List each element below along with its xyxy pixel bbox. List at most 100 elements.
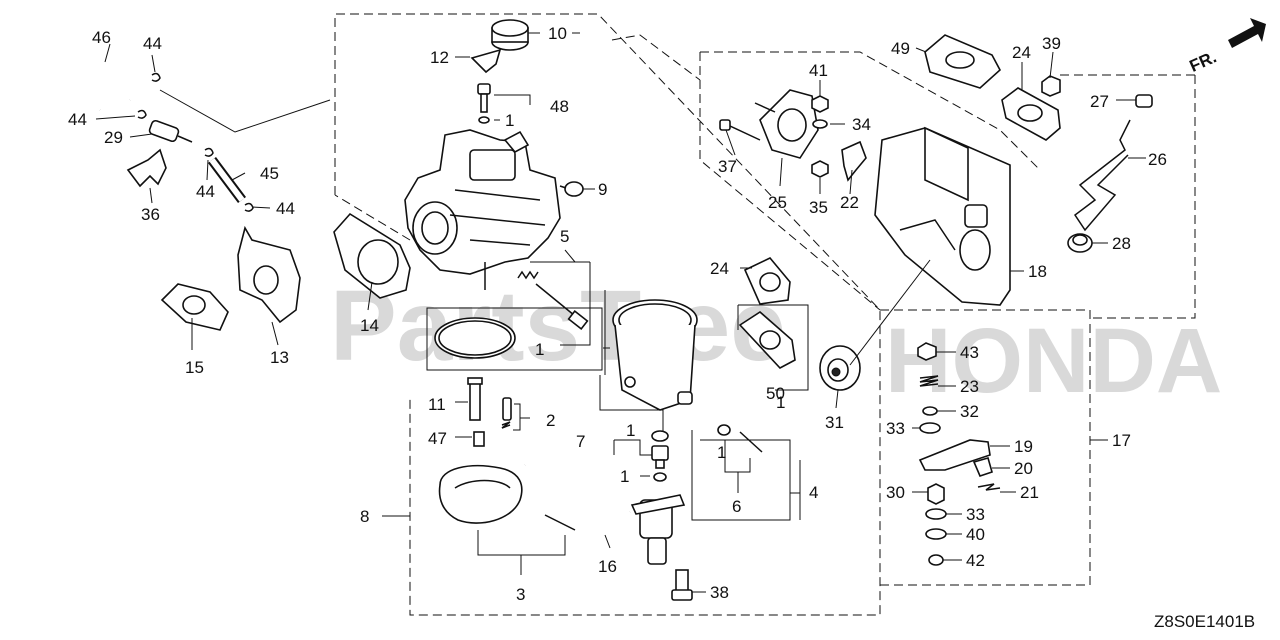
callout-14: 14 xyxy=(360,316,379,335)
callout-12: 12 xyxy=(430,48,449,67)
callout-48: 48 xyxy=(550,97,569,116)
nut-42 xyxy=(928,554,944,566)
callout-41: 41 xyxy=(809,61,828,80)
rod-21 xyxy=(977,483,1001,491)
callout-16: 16 xyxy=(598,557,617,576)
callout-21: 21 xyxy=(1020,483,1039,502)
gasket-24-upper xyxy=(1001,87,1061,141)
clamp-36 xyxy=(126,148,167,188)
callout-24a: 24 xyxy=(1012,43,1031,62)
callout-11: 11 xyxy=(428,395,446,414)
gasket-24-lower xyxy=(743,257,791,305)
watermark-right: HONDA xyxy=(885,310,1222,412)
callout-17: 17 xyxy=(1112,431,1131,450)
front-direction-marker: FR. xyxy=(1187,18,1266,76)
callout-30: 30 xyxy=(886,483,905,502)
washer-40 xyxy=(925,528,947,540)
gasket-50 xyxy=(738,310,796,369)
washer-33-lower xyxy=(925,508,947,520)
callout-22: 22 xyxy=(840,193,859,212)
callout-2: 2 xyxy=(546,411,555,430)
spring-47 xyxy=(473,431,485,447)
float-pin-3 xyxy=(544,514,576,531)
callout-1e: 1 xyxy=(717,443,726,462)
float-chamber-4 xyxy=(612,299,698,411)
callout-38: 38 xyxy=(710,583,729,602)
clip-20 xyxy=(972,457,993,477)
hose-clips-44 xyxy=(137,72,254,212)
spring-23 xyxy=(919,375,939,387)
front-direction-label: FR. xyxy=(1187,47,1220,75)
callout-1a: 1 xyxy=(505,111,514,130)
callout-15: 15 xyxy=(185,358,204,377)
callout-40: 40 xyxy=(966,525,985,544)
grommet-31 xyxy=(819,345,861,391)
fuel-hose-46 xyxy=(88,55,140,112)
callout-36: 36 xyxy=(141,205,160,224)
control-bracket-18 xyxy=(874,126,1011,306)
washer-33-upper xyxy=(919,422,941,434)
leader-lines xyxy=(95,32,1146,593)
callout-45: 45 xyxy=(260,164,279,183)
callout-47: 47 xyxy=(428,429,447,448)
callout-1f: 1 xyxy=(776,393,785,412)
callout-35: 35 xyxy=(809,198,828,217)
float-pin-11 xyxy=(467,377,483,421)
bolt-37 xyxy=(719,119,761,141)
group-boxes xyxy=(426,261,1108,521)
callout-44a: 44 xyxy=(143,34,162,53)
group-outlines xyxy=(334,13,1196,616)
throttle-lever-19 xyxy=(918,439,991,471)
callout-32: 32 xyxy=(960,402,979,421)
callout-33a: 33 xyxy=(886,419,905,438)
front-direction-arrow-icon xyxy=(1228,18,1266,48)
gasket-15 xyxy=(160,283,229,331)
callout-44c: 44 xyxy=(196,182,215,201)
callout-27: 27 xyxy=(1090,92,1109,111)
screw-5 xyxy=(517,270,589,330)
callout-9: 9 xyxy=(598,180,607,199)
nut-27 xyxy=(1135,94,1153,108)
callout-3: 3 xyxy=(516,585,525,604)
washer-32 xyxy=(922,406,938,416)
callout-25: 25 xyxy=(768,193,787,212)
callout-50: 50 xyxy=(766,384,785,403)
grommet-28 xyxy=(1067,233,1093,253)
callout-31: 31 xyxy=(825,413,844,432)
bolt-38 xyxy=(671,569,693,601)
main-jet-7 xyxy=(651,430,669,482)
callout-19: 19 xyxy=(1014,437,1033,456)
nut-30 xyxy=(927,483,945,505)
callout-18: 18 xyxy=(1028,262,1047,281)
needle-2 xyxy=(501,397,512,429)
callout-42: 42 xyxy=(966,551,985,570)
callout-34: 34 xyxy=(852,115,871,134)
callout-13: 13 xyxy=(270,348,289,367)
callout-5: 5 xyxy=(560,227,569,246)
callout-33b: 33 xyxy=(966,505,985,524)
nuts-washers xyxy=(811,95,829,178)
insulator-bracket-13 xyxy=(237,225,301,324)
callout-23: 23 xyxy=(960,377,979,396)
diagram-code: Z8S0E1401B xyxy=(1154,612,1255,631)
callout-4: 4 xyxy=(809,483,818,502)
fuel-cut-solenoid-16 xyxy=(523,447,686,565)
callout-26: 26 xyxy=(1148,150,1167,169)
callout-6: 6 xyxy=(732,497,741,516)
fuel-joint-29 xyxy=(148,119,193,143)
fuel-pump-25 xyxy=(754,89,819,159)
callout-1d: 1 xyxy=(620,467,629,486)
callout-1c: 1 xyxy=(626,421,635,440)
callout-10: 10 xyxy=(548,24,567,43)
screw-48 xyxy=(477,83,491,124)
callout-46: 46 xyxy=(92,28,111,47)
carburetor-body xyxy=(404,129,561,290)
callout-37: 37 xyxy=(718,157,737,176)
callout-43: 43 xyxy=(960,343,979,362)
cap-10 xyxy=(491,19,529,51)
callout-44d: 44 xyxy=(276,199,295,218)
callout-7: 7 xyxy=(576,432,585,451)
gasket-14 xyxy=(333,212,411,299)
callout-8: 8 xyxy=(360,507,369,526)
